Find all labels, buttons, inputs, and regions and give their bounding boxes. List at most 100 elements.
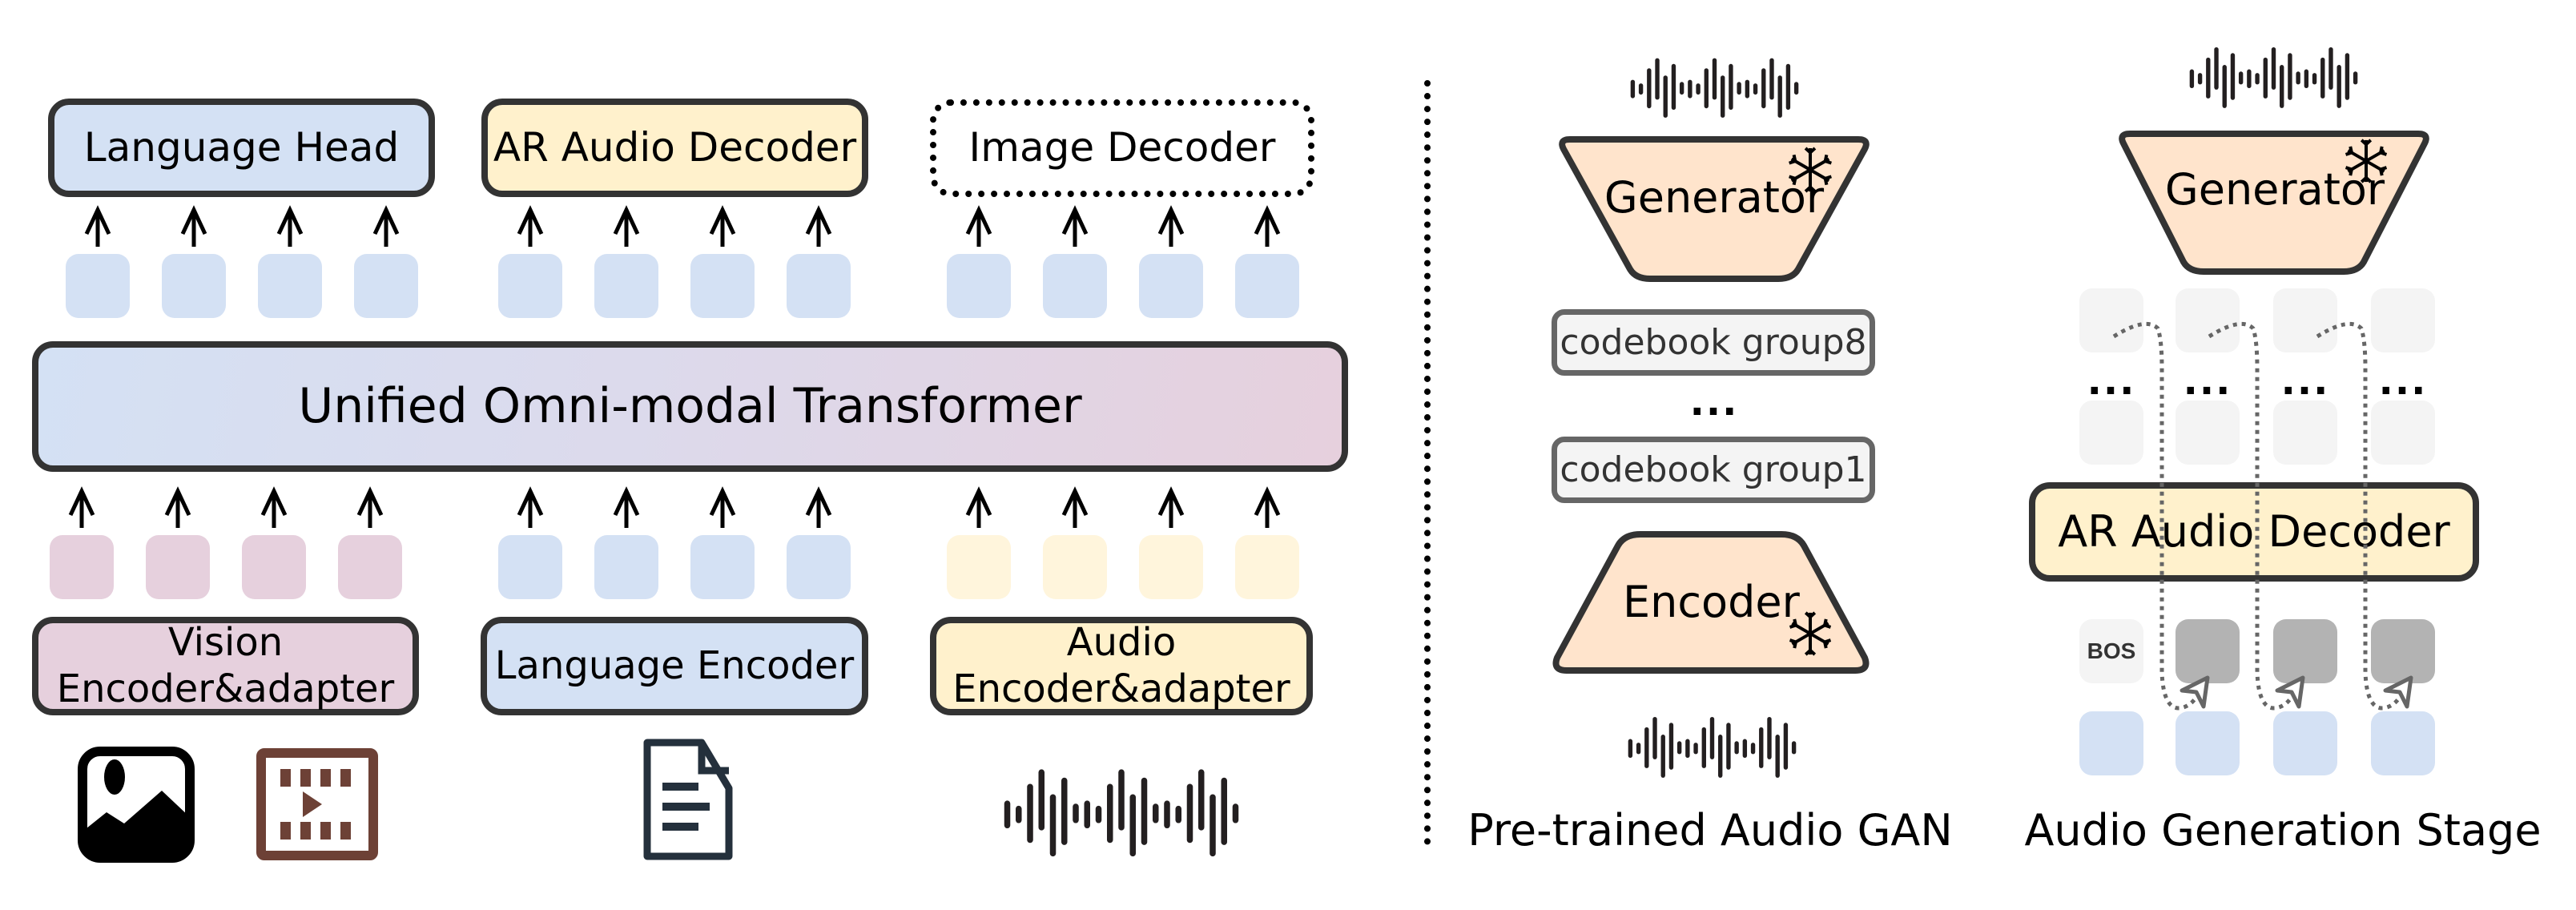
input-token <box>1139 535 1203 599</box>
image-icon <box>78 747 195 863</box>
codebook-group1-label: codebook group1 <box>1560 449 1867 490</box>
output-token <box>498 254 562 318</box>
codebook-group8-label: codebook group8 <box>1560 322 1867 363</box>
generated-token <box>2273 619 2337 683</box>
input-token <box>498 535 562 599</box>
input-audio-token <box>2273 711 2337 775</box>
video-icon <box>256 748 378 860</box>
gan-encoder-label: Encoder <box>1623 577 1800 627</box>
up-arrow-icon <box>276 205 304 247</box>
input-token <box>338 535 402 599</box>
up-arrow-icon <box>1061 486 1089 528</box>
audio-encoder-box: Audio Encoder&adapter <box>930 617 1313 715</box>
up-arrow-icon <box>965 205 992 247</box>
input-token <box>947 535 1011 599</box>
gan-generator-shape <box>1559 136 1870 282</box>
output-token <box>66 254 130 318</box>
column-ellipsis: ... <box>2280 359 2330 404</box>
input-token <box>1235 535 1299 599</box>
panel-divider <box>1424 80 1431 845</box>
gan-output-waveform-icon <box>1630 58 1799 118</box>
output-token <box>594 254 658 318</box>
gan-caption: Pre-trained Audio GAN <box>1467 805 1953 856</box>
output-token <box>1235 254 1299 318</box>
input-token <box>50 535 114 599</box>
transformer-label: Unified Omni-modal Transformer <box>298 378 1082 434</box>
ar-audio-decoder-box: AR Audio Decoder <box>481 99 868 197</box>
language-head-label: Language Head <box>83 123 400 171</box>
up-arrow-icon <box>164 486 191 528</box>
gan-input-waveform-icon <box>1628 716 1797 778</box>
vision-encoder-line2: Encoder&adapter <box>56 666 395 711</box>
up-arrow-icon <box>1254 486 1281 528</box>
audio-waveform-icon <box>1004 769 1239 857</box>
up-arrow-icon <box>260 486 288 528</box>
up-arrow-icon <box>356 486 384 528</box>
codebook-token <box>2176 401 2240 465</box>
input-token <box>690 535 755 599</box>
gan-encoder-shape <box>1552 531 1870 674</box>
input-audio-token <box>2079 711 2143 775</box>
column-ellipsis: ... <box>2087 359 2136 404</box>
image-decoder-box: Image Decoder <box>930 99 1314 197</box>
codebook-token <box>2371 288 2435 352</box>
column-ellipsis: ... <box>2378 359 2428 404</box>
up-arrow-icon <box>372 205 400 247</box>
up-arrow-icon <box>613 486 640 528</box>
up-arrow-icon <box>613 205 640 247</box>
codebook-ellipsis: ... <box>1689 380 1739 425</box>
language-encoder-box: Language Encoder <box>481 617 868 715</box>
input-token <box>146 535 210 599</box>
unified-transformer-box: Unified Omni-modal Transformer <box>32 341 1348 472</box>
up-arrow-icon <box>805 486 832 528</box>
output-token <box>1043 254 1107 318</box>
codebook-token <box>2079 288 2143 352</box>
codebook-token <box>2176 288 2240 352</box>
input-audio-token <box>2371 711 2435 775</box>
up-arrow-icon <box>709 205 736 247</box>
column-ellipsis: ... <box>2183 359 2232 404</box>
codebook-token <box>2273 288 2337 352</box>
gan-generator-label: Generator <box>1604 172 1825 223</box>
up-arrow-icon <box>1061 205 1089 247</box>
output-token <box>690 254 755 318</box>
stage-ar-decoder-label: AR Audio Decoder <box>2058 505 2450 557</box>
up-arrow-icon <box>84 205 111 247</box>
snowflake-icon <box>1789 147 1832 193</box>
audio-encoder-line1: Audio <box>1066 619 1177 665</box>
output-token <box>1139 254 1203 318</box>
bos-token: BOS <box>2079 619 2143 683</box>
vision-encoder-box: Vision Encoder&adapter <box>32 617 419 715</box>
codebook-group1-box: codebook group1 <box>1552 437 1875 503</box>
generated-token <box>2176 619 2240 683</box>
stage-ar-decoder-box: AR Audio Decoder <box>2029 482 2479 582</box>
stage-generator-label: Generator <box>2164 164 2385 215</box>
up-arrow-icon <box>68 486 95 528</box>
up-arrow-icon <box>965 486 992 528</box>
up-arrow-icon <box>805 205 832 247</box>
image-decoder-label: Image Decoder <box>968 124 1276 171</box>
input-token <box>242 535 306 599</box>
output-token <box>947 254 1011 318</box>
codebook-token <box>2371 401 2435 465</box>
document-icon <box>643 739 733 860</box>
codebook-group8-box: codebook group8 <box>1552 309 1875 376</box>
codebook-token <box>2079 401 2143 465</box>
up-arrow-icon <box>1254 205 1281 247</box>
input-token <box>787 535 851 599</box>
snowflake-icon <box>2345 139 2388 183</box>
output-token <box>258 254 322 318</box>
up-arrow-icon <box>517 486 544 528</box>
generated-token <box>2371 619 2435 683</box>
output-token <box>354 254 418 318</box>
codebook-token <box>2273 401 2337 465</box>
language-encoder-label: Language Encoder <box>494 642 855 688</box>
output-token <box>162 254 226 318</box>
snowflake-icon <box>1789 611 1832 656</box>
input-audio-token <box>2176 711 2240 775</box>
ar-audio-decoder-label: AR Audio Decoder <box>493 123 857 171</box>
stage-caption: Audio Generation Stage <box>2024 805 2542 856</box>
up-arrow-icon <box>1157 486 1185 528</box>
vision-encoder-line1: Vision <box>167 619 284 665</box>
